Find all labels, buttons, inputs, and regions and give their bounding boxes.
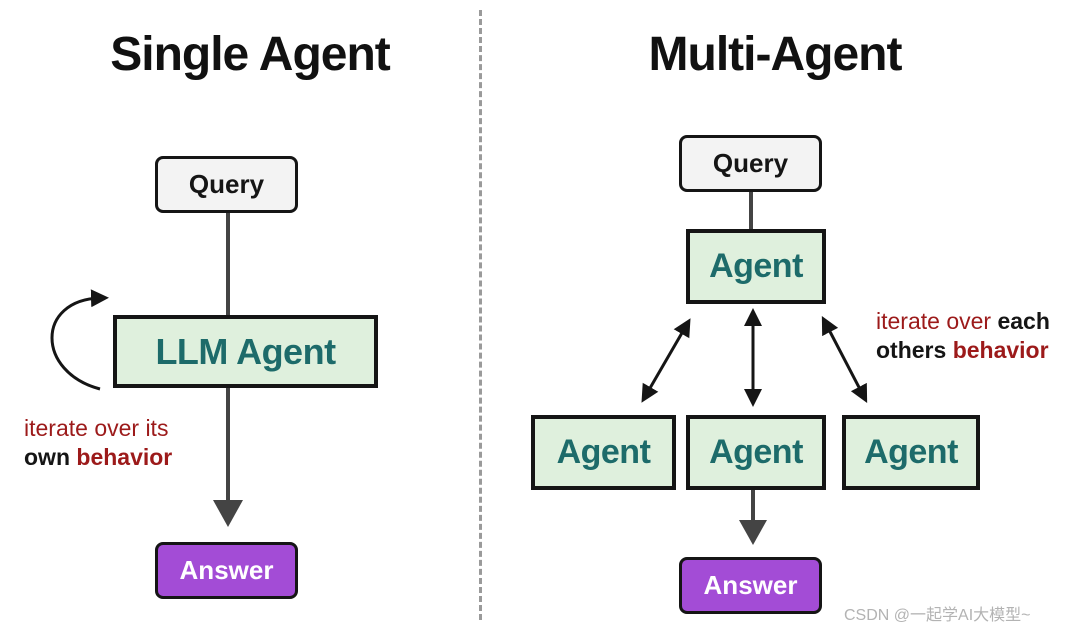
agent-to-answer-arrowhead xyxy=(739,520,767,545)
agent-box-left: Agent xyxy=(531,415,676,490)
single-answer-box: Answer xyxy=(155,542,298,599)
note-line-behavior: own behavior xyxy=(24,443,224,472)
note-behavior: behavior xyxy=(952,337,1049,363)
note-iterate-over: iterate over xyxy=(876,308,992,334)
single-agent-title: Single Agent xyxy=(110,28,391,81)
multi-query-box: Query xyxy=(679,135,822,192)
csdn-watermark: CSDN @一起学AI大模型~ xyxy=(844,607,1031,624)
llm-to-answer-arrowhead xyxy=(213,500,243,527)
note-line-2: others behavior xyxy=(876,336,1076,365)
agent-box-right: Agent xyxy=(842,415,980,490)
multi-iterate-note: iterate over each others behavior xyxy=(876,307,1076,365)
note-others: others xyxy=(876,337,947,363)
note-behavior: behavior xyxy=(76,444,173,470)
note-line-1: iterate over each xyxy=(876,307,1076,336)
single-iterate-note: iterate over its own behavior xyxy=(24,414,224,472)
note-own: own xyxy=(24,444,70,470)
multi-answer-box: Answer xyxy=(679,557,822,614)
note-each: each xyxy=(997,308,1050,334)
note-line-iterate: iterate over its xyxy=(24,415,169,441)
top-agent-box: Agent xyxy=(686,229,826,304)
agent-box-middle: Agent xyxy=(686,415,826,490)
self-loop-arrow xyxy=(50,289,109,391)
dashed-divider xyxy=(479,10,482,620)
right-agent-link xyxy=(821,316,868,403)
multi-agent-title: Multi-Agent xyxy=(648,28,903,81)
single-query-box: Query xyxy=(155,156,298,213)
left-agent-link xyxy=(641,318,691,403)
llm-agent-box: LLM Agent xyxy=(113,315,378,388)
